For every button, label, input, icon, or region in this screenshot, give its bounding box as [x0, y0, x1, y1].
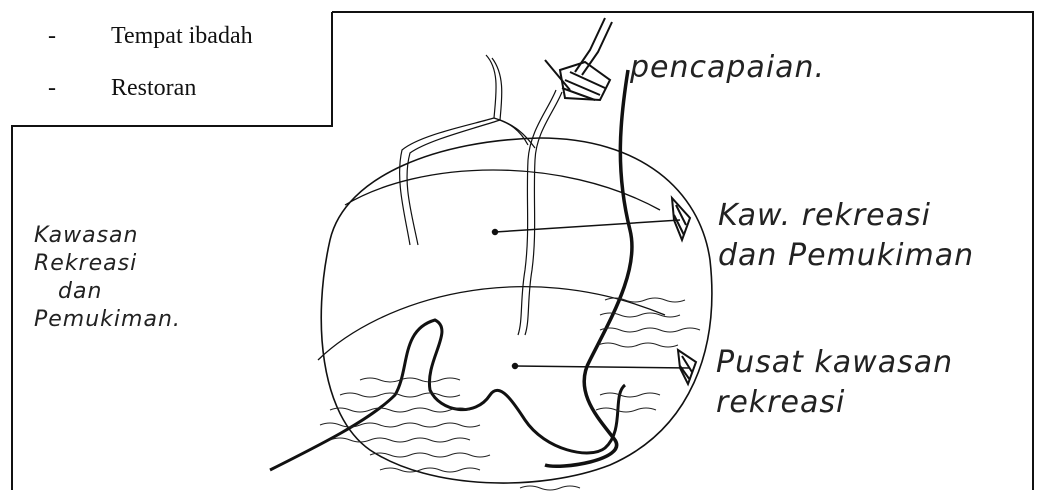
left-zone-note: Kawasan Rekreasi dan Pemukiman. — [34, 222, 181, 334]
label-line: Kaw. rekreasi — [718, 196, 974, 236]
side-gate-2 — [678, 350, 696, 384]
water-waves — [320, 298, 700, 490]
label-line: rekreasi — [716, 383, 953, 423]
note-line: Kawasan — [34, 222, 181, 250]
zone-line-1 — [345, 170, 660, 210]
note-line: Pemukiman. — [34, 306, 181, 334]
entrance-gate — [545, 18, 612, 100]
list-item: - Tempat ibadah — [48, 10, 253, 62]
list-item-text: Tempat ibadah — [111, 10, 253, 62]
label-pencapaian: pencapaian. — [630, 50, 825, 85]
coastline — [270, 320, 625, 470]
rivers — [400, 55, 562, 335]
label-kawasan-rekreasi: Kaw. rekreasi dan Pemukiman — [718, 196, 974, 276]
label-pusat-kawasan: Pusat kawasan rekreasi — [716, 343, 953, 423]
note-line: Rekreasi — [34, 250, 181, 278]
side-gate-1 — [672, 198, 690, 240]
label-line: dan Pemukiman — [718, 236, 974, 276]
list-item: - Restoran — [48, 62, 253, 114]
facility-list: - Tempat ibadah - Restoran — [48, 10, 253, 114]
note-line: dan — [34, 278, 181, 306]
list-bullet: - — [48, 62, 111, 114]
label-line: Pusat kawasan — [716, 343, 953, 383]
list-item-text: Restoran — [111, 62, 196, 114]
list-bullet: - — [48, 10, 111, 62]
